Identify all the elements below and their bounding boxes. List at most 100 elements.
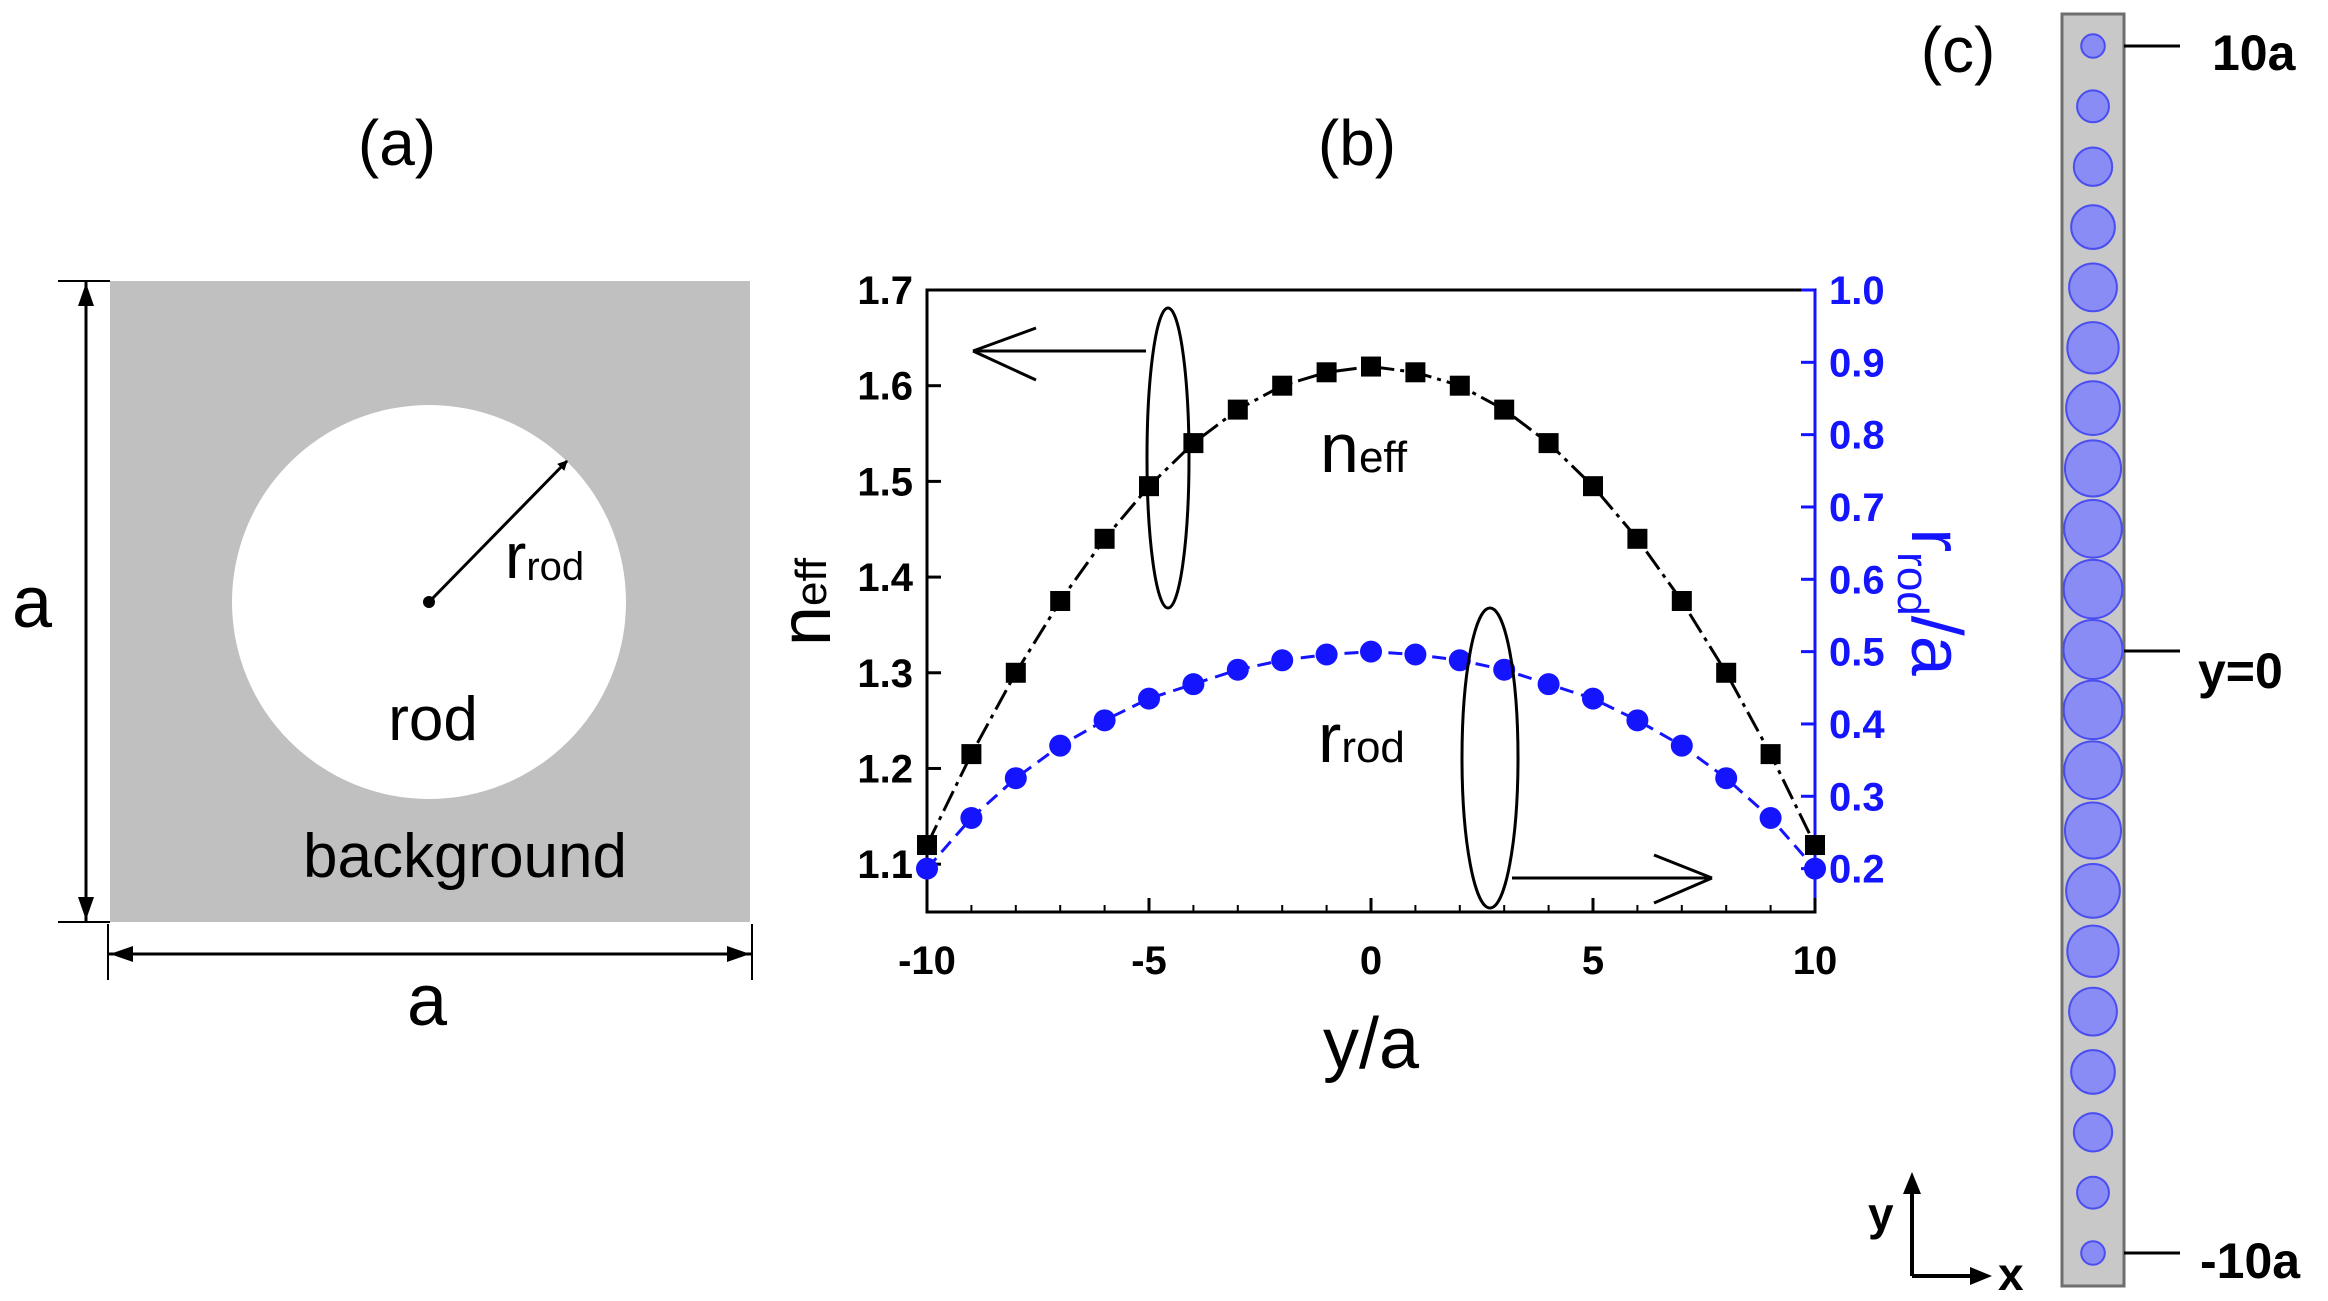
- neff-data-point: [1627, 528, 1648, 549]
- dim-arrow-left: [110, 946, 133, 962]
- x-tick-label: 10: [1793, 939, 1838, 983]
- rrod-data-point: [1138, 687, 1160, 710]
- neff-data-point: [1583, 476, 1603, 497]
- left-axis-label: neff: [766, 557, 846, 646]
- rrod-markers: [916, 640, 1826, 880]
- left-tick-label: 1.3: [857, 652, 913, 696]
- panel-b-label: (b): [1318, 107, 1396, 179]
- rrod-annotation-label: rrod: [1318, 699, 1405, 777]
- rrod-data-point: [1226, 658, 1249, 681]
- y-arrowhead: [1903, 1172, 1921, 1194]
- neff-data-point: [1449, 375, 1470, 396]
- neff-data-point: [961, 744, 982, 765]
- rrod-data-point: [1049, 734, 1072, 757]
- strip-rod: [2072, 146, 2114, 187]
- neff-data-point: [1361, 356, 1381, 377]
- strip-rod: [2068, 262, 2118, 313]
- rrod-data-point: [1360, 640, 1382, 663]
- strip-rod: [2080, 1240, 2106, 1266]
- left-axis-ticks: 1.11.21.31.41.51.61.7: [857, 269, 941, 887]
- side-label: a: [12, 563, 53, 643]
- panel-c: (c) 10a y=0 -10a y x: [1868, 12, 2301, 1300]
- neff-data-point: [1805, 835, 1825, 856]
- panel-c-label: (c): [1921, 14, 1996, 86]
- x-tick-label: -10: [898, 939, 956, 983]
- rrod-data-point: [1626, 709, 1649, 732]
- neff-data-point: [1183, 433, 1204, 454]
- bottom-label: -10a: [2200, 1233, 2301, 1289]
- neff-data-point: [1272, 375, 1293, 396]
- strip-rod: [2063, 801, 2123, 860]
- mid-label: y=0: [2198, 643, 2283, 699]
- rrod-data-point: [1448, 649, 1471, 672]
- dim-arrow-up: [78, 283, 94, 306]
- strip-rod: [2072, 1112, 2114, 1153]
- neff-data-point: [1671, 591, 1692, 611]
- strip-rod: [2062, 558, 2124, 620]
- right-tick-label: 0.5: [1829, 631, 1885, 675]
- rrod-data-point: [1404, 643, 1427, 666]
- background-label: background: [303, 822, 627, 891]
- rod-label: rod: [388, 685, 478, 754]
- right-tick-label: 0.6: [1829, 558, 1885, 602]
- rrod-data-point: [1537, 673, 1560, 696]
- left-tick-label: 1.5: [857, 460, 913, 504]
- neff-data-point: [1227, 399, 1248, 420]
- neff-data-point: [1494, 399, 1515, 420]
- neff-annotation-label: neff: [1320, 409, 1408, 487]
- rrod-data-point: [1715, 767, 1738, 790]
- neff-data-point: [1316, 362, 1337, 383]
- right-tick-label: 0.8: [1829, 414, 1885, 458]
- strip-rod: [2066, 924, 2120, 978]
- neff-data-point: [1094, 528, 1115, 549]
- strip-rod: [2068, 986, 2118, 1037]
- neff-annotation-ellipse: [1145, 306, 1191, 610]
- x-tick-label: 0: [1360, 939, 1382, 983]
- strip-rod: [2080, 33, 2106, 59]
- strip-rod: [2070, 1049, 2116, 1095]
- neff-data-point: [917, 835, 937, 856]
- neff-arrowhead: [972, 326, 1037, 382]
- right-axis-label: rrod/a: [1888, 528, 1976, 677]
- neff-data-point: [1139, 476, 1159, 497]
- left-tick-label: 1.6: [857, 365, 913, 409]
- right-tick-label: 0.4: [1829, 703, 1885, 747]
- strip-rod: [2065, 863, 2121, 919]
- neff-markers: [917, 356, 1825, 856]
- rrod-data-point: [1093, 709, 1116, 732]
- panel-a: (a) rrod rod background a a: [12, 107, 753, 1041]
- neff-data-point: [1405, 362, 1426, 383]
- neff-data-point: [1050, 591, 1071, 611]
- strip-rod: [2070, 204, 2116, 250]
- bottom-label: a: [407, 961, 448, 1041]
- strip-rod: [2062, 619, 2124, 680]
- left-tick-label: 1.7: [857, 269, 913, 313]
- rrod-data-point: [1271, 649, 1294, 672]
- right-tick-label: 0.2: [1829, 848, 1885, 892]
- left-tick-label: 1.4: [857, 556, 913, 600]
- strip-rod: [2076, 1175, 2110, 1210]
- rrod-data-point: [1315, 643, 1338, 666]
- rrod-annotation-ellipse: [1460, 606, 1520, 910]
- dim-arrow-down: [78, 897, 94, 920]
- strip-rod: [2065, 380, 2121, 436]
- dim-arrow-right: [727, 946, 750, 962]
- neff-data-point: [1716, 662, 1737, 683]
- strip-rod: [2066, 321, 2120, 375]
- strip-rod: [2063, 439, 2123, 498]
- neff-data-point: [1005, 662, 1026, 683]
- rrod-data-point: [960, 806, 983, 829]
- y-direction-label: y: [1868, 1188, 1894, 1240]
- neff-data-point: [1538, 433, 1559, 454]
- right-tick-label: 0.3: [1829, 775, 1885, 819]
- strip-rod: [2063, 499, 2123, 559]
- top-label: 10a: [2212, 25, 2297, 81]
- rrod-data-point: [1493, 658, 1516, 681]
- rrod-data-point: [1759, 806, 1782, 829]
- x-arrowhead: [1970, 1267, 1992, 1285]
- x-tick-label: -5: [1131, 939, 1167, 983]
- right-tick-label: 1.0: [1829, 269, 1885, 313]
